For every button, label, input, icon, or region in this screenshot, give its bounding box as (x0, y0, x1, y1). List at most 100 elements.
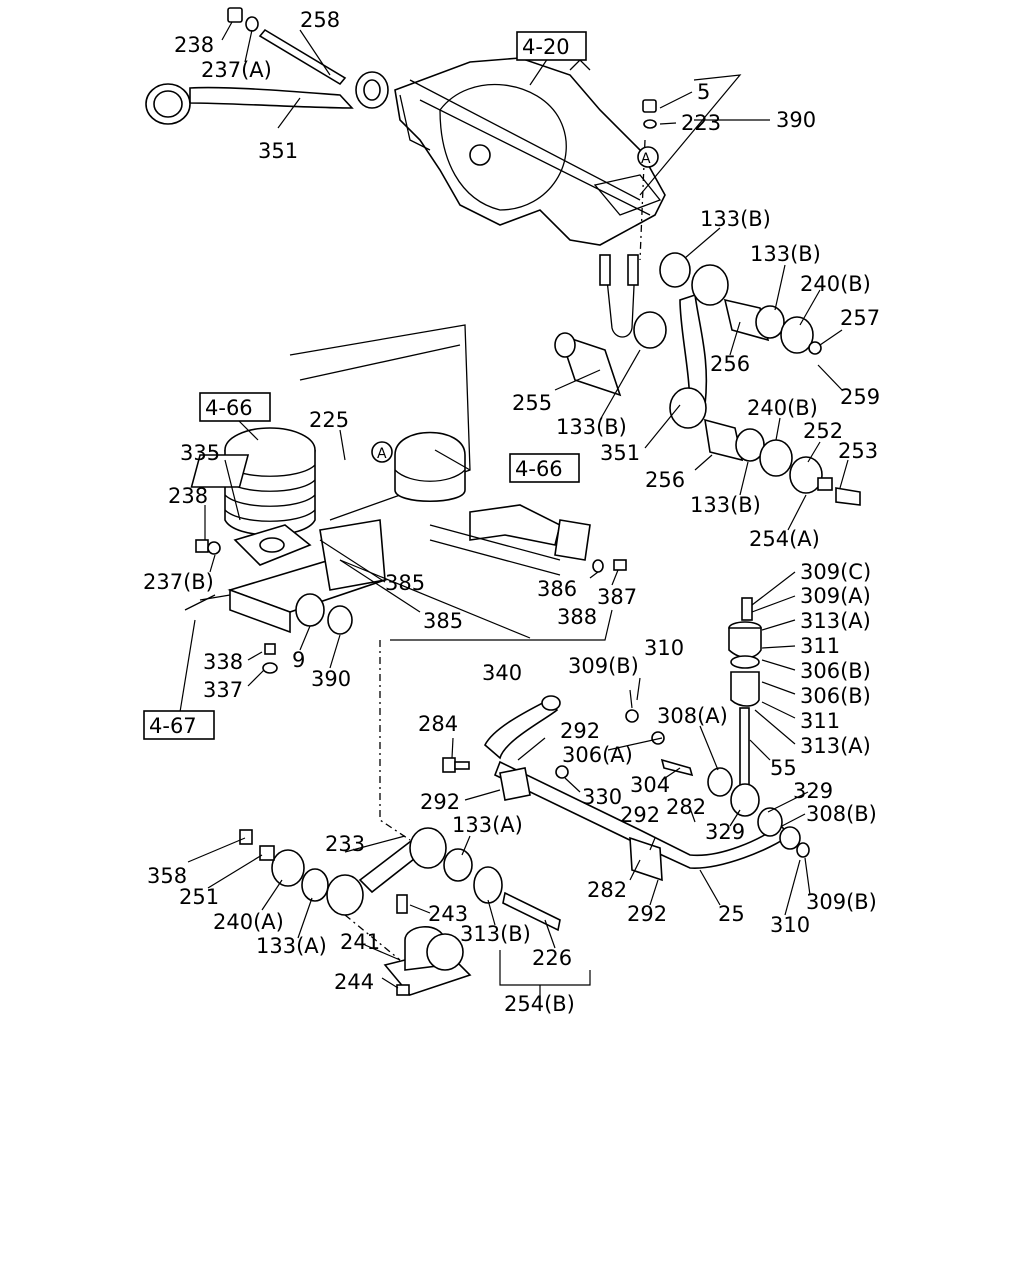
label-313a: 313(A) (800, 734, 871, 758)
label-237a: 237(A) (201, 58, 272, 82)
label-308b: 308(B) (806, 802, 877, 826)
upper-arm-right (554, 252, 861, 506)
label-304: 304 (630, 773, 670, 797)
label-338: 338 (203, 650, 243, 674)
label-282: 282 (587, 878, 627, 902)
label-225: 225 (309, 408, 349, 432)
part-labels: 238 258 237(A) 351 4-20 5 223 390 A 133(… (143, 8, 880, 1016)
bolt-284 (442, 757, 470, 773)
label-238: 238 (168, 484, 208, 508)
label-237b: 237(B) (143, 570, 214, 594)
label-4-20: 4-20 (522, 35, 570, 59)
label-4-66: 4-66 (515, 457, 563, 481)
lower-arm-233 (239, 827, 561, 932)
label-238: 238 (174, 33, 214, 57)
label-a-circle: A (641, 151, 651, 167)
label-329: 329 (705, 820, 745, 844)
air-spring-right (394, 431, 466, 503)
label-335: 335 (180, 441, 220, 465)
label-358: 358 (147, 864, 187, 888)
label-351: 351 (258, 139, 298, 163)
air-spring-335 (224, 427, 316, 566)
label-390: 390 (776, 108, 816, 132)
bracket-assembly (184, 519, 388, 635)
label-313b: 313(B) (460, 922, 531, 946)
label-133b: 133(B) (700, 207, 771, 231)
bracket-241 (383, 926, 472, 996)
label-284: 284 (418, 712, 458, 736)
label-306a: 306(A) (562, 743, 633, 767)
ref-box-4-66-right (509, 453, 580, 483)
label-385: 385 (423, 609, 463, 633)
label-306b: 306(B) (800, 684, 871, 708)
label-292: 292 (560, 719, 600, 743)
label-254a: 254(A) (749, 527, 820, 551)
nut-5 (642, 99, 657, 129)
label-244: 244 (334, 970, 374, 994)
label-133a: 133(A) (256, 934, 327, 958)
label-386: 386 (537, 577, 577, 601)
label-313a: 313(A) (800, 609, 871, 633)
label-257: 257 (840, 306, 880, 330)
label-4-67: 4-67 (149, 714, 197, 738)
label-133b: 133(B) (556, 415, 627, 439)
label-240a: 240(A) (213, 910, 284, 934)
label-309c: 309(C) (800, 560, 871, 584)
label-385: 385 (385, 571, 425, 595)
label-292: 292 (627, 902, 667, 926)
label-311: 311 (800, 634, 840, 658)
leader-lines (179, 21, 849, 1000)
label-254b: 254(B) (504, 992, 575, 1016)
label-223: 223 (681, 111, 721, 135)
label-25: 25 (718, 902, 745, 926)
label-337: 337 (203, 678, 243, 702)
label-240b: 240(B) (747, 396, 818, 420)
label-292: 292 (420, 790, 460, 814)
label-133a: 133(A) (452, 813, 523, 837)
label-256: 256 (710, 352, 750, 376)
label-311: 311 (800, 709, 840, 733)
label-388: 388 (557, 605, 597, 629)
label-55: 55 (770, 756, 797, 780)
label-241: 241 (340, 930, 380, 954)
label-282: 282 (666, 795, 706, 819)
label-4-66: 4-66 (205, 396, 253, 420)
ref-box-4-67 (143, 710, 215, 740)
label-390: 390 (311, 667, 351, 691)
ref-box-4-20 (516, 31, 587, 61)
label-240b: 240(B) (800, 272, 871, 296)
label-133b: 133(B) (690, 493, 761, 517)
label-292: 292 (620, 803, 660, 827)
label-310: 310 (644, 636, 684, 660)
label-243: 243 (428, 902, 468, 926)
label-226: 226 (532, 946, 572, 970)
label-9: 9 (292, 648, 305, 672)
stabilizer-bar-25 (484, 695, 801, 882)
label-306b: 306(B) (800, 659, 871, 683)
bolt-258 (258, 28, 347, 86)
label-308a: 308(A) (657, 704, 728, 728)
label-253: 253 (838, 439, 878, 463)
shock-link-55 (728, 597, 762, 789)
label-330: 330 (582, 785, 622, 809)
label-259: 259 (840, 385, 880, 409)
axle-housing (394, 57, 666, 246)
label-351: 351 (600, 441, 640, 465)
pipe-right (429, 504, 591, 576)
label-309a: 309(A) (800, 584, 871, 608)
label-255: 255 (512, 391, 552, 415)
label-133b: 133(B) (750, 242, 821, 266)
ref-box-4-66-left (199, 392, 271, 422)
label-309b: 309(B) (806, 890, 877, 914)
label-387: 387 (597, 585, 637, 609)
label-340: 340 (482, 661, 522, 685)
upper-rod-351 (145, 71, 389, 125)
label-5: 5 (697, 80, 710, 104)
label-a-circle: A (377, 446, 387, 462)
label-309b: 309(B) (568, 654, 639, 678)
label-258: 258 (300, 8, 340, 32)
label-310: 310 (770, 913, 810, 937)
label-251: 251 (179, 885, 219, 909)
label-329: 329 (793, 779, 833, 803)
